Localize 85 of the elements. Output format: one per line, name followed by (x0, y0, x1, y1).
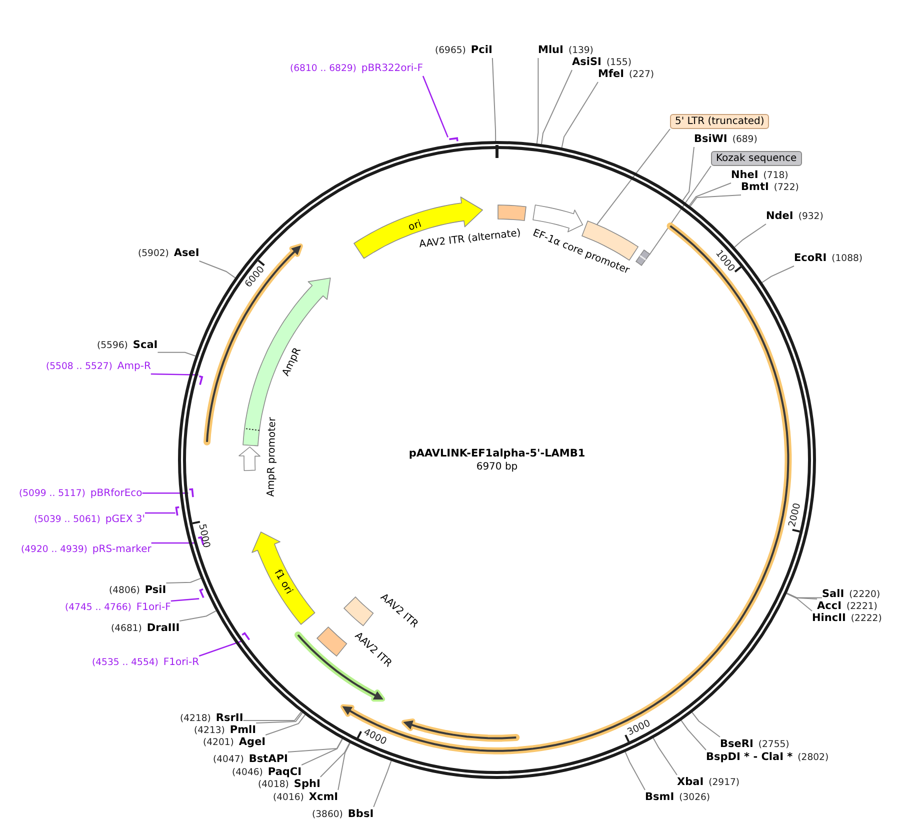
leader-line (265, 714, 306, 736)
leader-line (561, 82, 598, 148)
leader-line (734, 224, 766, 248)
scale-label: 5000 (196, 523, 212, 550)
primer-label: (4535 .. 4554) F1ori-R (92, 656, 200, 670)
leader-line (151, 542, 197, 544)
restriction-site-label: BseRI (2755) (720, 737, 790, 752)
restriction-site-label: NheI (718) (731, 168, 788, 183)
feature-tag: 5' LTR (truncated) (670, 114, 770, 129)
leader-line (649, 166, 712, 255)
primer-label: (6810 .. 6829) pBR322ori-F (290, 62, 424, 76)
primer-label: (5099 .. 5117) pBRforEco (19, 487, 142, 501)
restriction-site-label: SalI (2220) (822, 587, 880, 602)
primer-label: (4745 .. 4766) F1ori-F (65, 601, 171, 615)
restriction-site-label: (4046) PaqCI (232, 765, 302, 780)
restriction-site-label: BspDI * - ClaI * (2802) (706, 750, 829, 765)
scale-label: 2000 (786, 502, 804, 528)
feature-label: AmpR promoter (266, 417, 278, 497)
leader-line (170, 598, 200, 602)
scale-label: 3000 (625, 718, 652, 738)
leader-line (301, 738, 343, 766)
primer-site-mark (188, 488, 194, 498)
feature-label: f1 ori (272, 568, 294, 596)
leader-line (786, 592, 818, 600)
leader-line (373, 760, 392, 808)
restriction-site-label: XbaI (2917) (677, 775, 740, 790)
leader-line (145, 512, 176, 514)
primer-label: (5508 .. 5527) Amp-R (46, 360, 151, 374)
restriction-site-label: (4047) BstAPI (213, 752, 288, 767)
leader-line (256, 712, 303, 724)
restriction-site-label: EcoRI (1088) (794, 251, 863, 266)
primer-label: (5039 .. 5061) pGEX 3' (34, 513, 145, 527)
primer-site-mark (448, 137, 459, 143)
leader-line (692, 712, 720, 738)
restriction-site-label: (4016) XcmI (273, 790, 338, 805)
restriction-site-label: MluI (139) (538, 43, 594, 58)
leader-line (536, 58, 539, 144)
restriction-site-label: (3860) BbsI (312, 807, 374, 822)
leader-line (680, 720, 706, 750)
restriction-site-label: BmtI (722) (741, 180, 799, 195)
restriction-site-label: (5902) AseI (138, 246, 200, 261)
leader-line (688, 182, 732, 206)
leader-line (541, 70, 572, 145)
leader-line (157, 352, 196, 356)
primer-site-mark (241, 632, 251, 642)
restriction-site-label: (4681) DraIII (111, 621, 180, 636)
restriction-site-label: NdeI (932) (766, 209, 824, 224)
leader-line (166, 578, 202, 584)
leader-line (338, 742, 350, 790)
leader-line (624, 752, 646, 790)
leader-line (596, 128, 670, 225)
restriction-site-label: (4218) RsrII (180, 711, 244, 726)
leader-line (198, 260, 236, 278)
restriction-site-label: (4806) PsiI (109, 583, 166, 598)
restriction-site-label: (5596) ScaI (97, 338, 158, 353)
leader-line (198, 640, 242, 657)
leader-line (682, 146, 694, 202)
restriction-site-label: (4018) SphI (258, 777, 320, 792)
leader-line (179, 610, 216, 622)
scale-label: 4000 (362, 726, 388, 748)
restriction-site-label: HincII (2222) (812, 611, 882, 626)
restriction-site-label: AsiSI (155) (572, 55, 632, 70)
restriction-site-label: MfeI (227) (598, 67, 654, 82)
plasmid-length: 6970 bp (476, 462, 518, 472)
primer-site-mark (175, 506, 181, 517)
feature-box (634, 249, 651, 267)
leader-line (652, 738, 678, 776)
leader-line (786, 592, 822, 598)
restriction-site-label: BsiWI (689) (694, 132, 758, 147)
leader-line (150, 373, 198, 376)
restriction-site-label: (4213) PmlI (194, 723, 256, 738)
leader-line (492, 58, 496, 142)
restriction-site-label: (4201) AgeI (203, 735, 266, 750)
leader-line (287, 738, 343, 752)
restriction-site-label: (6965) PciI (435, 43, 492, 58)
leader-line (242, 711, 302, 721)
restriction-site-label: AccI (2221) (817, 599, 878, 614)
leader-line (762, 266, 794, 283)
restriction-site-label: BsmI (3026) (645, 790, 710, 805)
leader-line (786, 593, 812, 612)
plasmid-name: pAAVLINK-EF1alpha-5'-LAMB1 (408, 448, 586, 460)
leader-line (320, 742, 350, 778)
primer-label: (4920 .. 4939) pRS-marker (21, 543, 152, 557)
leader-line (690, 194, 742, 207)
primer-site-mark (198, 374, 204, 386)
